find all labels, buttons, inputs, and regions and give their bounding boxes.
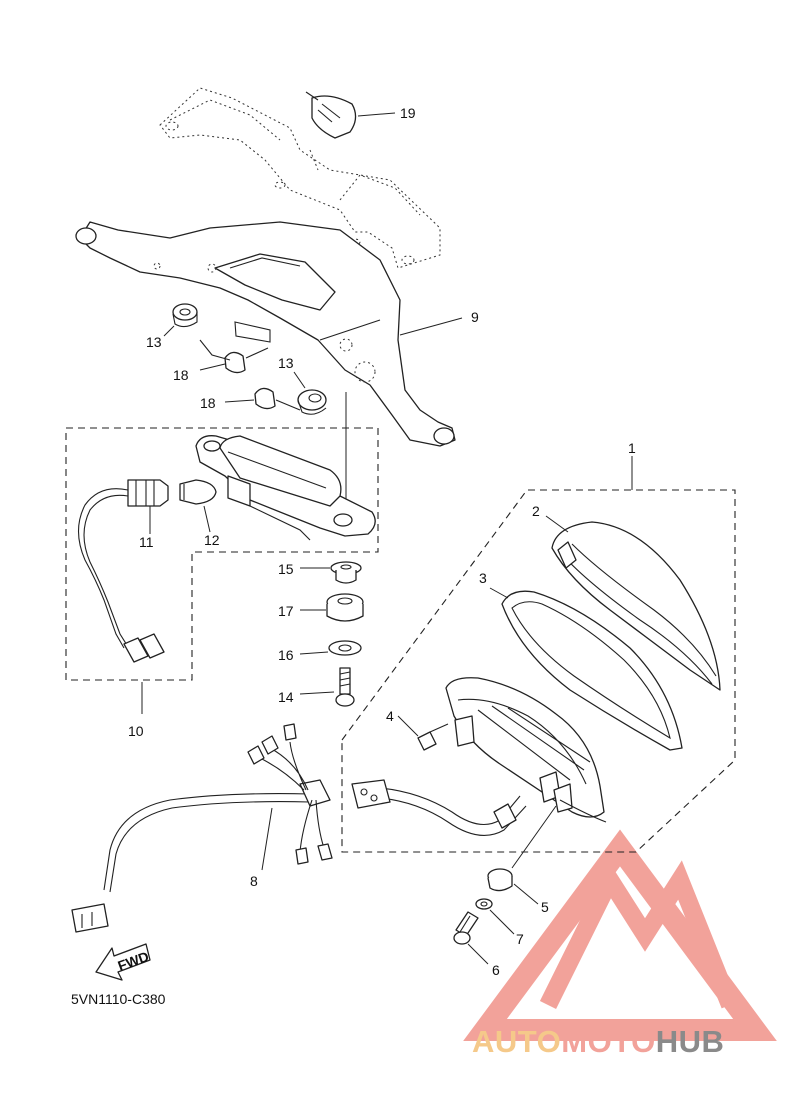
part-15-collar <box>300 561 362 584</box>
part-13-grommet-right <box>293 371 327 415</box>
callout-11: 11 <box>139 534 154 550</box>
callouts: 1 2 3 4 5 6 7 8 9 10 11 12 13 13 14 15 1… <box>128 105 636 978</box>
callout-14: 14 <box>278 689 294 705</box>
part-6-screw <box>453 911 489 965</box>
callout-5: 5 <box>541 899 549 915</box>
part-5-grommet <box>487 868 539 905</box>
callout-8: 8 <box>250 873 258 889</box>
callout-13-right: 13 <box>278 355 294 371</box>
part-10-group-outline <box>65 427 379 681</box>
callout-4: 4 <box>386 708 394 724</box>
part-2-lens <box>545 515 721 691</box>
callout-18-upper: 18 <box>173 367 189 383</box>
watermark-m-shape <box>539 860 739 1009</box>
callout-3: 3 <box>479 570 487 586</box>
part-17-grommet <box>300 593 364 622</box>
part-19-clip <box>305 91 396 139</box>
part-14-screw <box>299 667 355 707</box>
callout-1: 1 <box>628 440 636 456</box>
part-1-group-outline <box>341 489 736 853</box>
watermark-text-moto: MOTO <box>561 1024 655 1059</box>
part-11-socket <box>77 479 169 663</box>
callout-9: 9 <box>471 309 479 325</box>
callout-12: 12 <box>204 532 220 548</box>
callout-19: 19 <box>400 105 416 121</box>
part-4-screw <box>397 715 449 751</box>
callout-2: 2 <box>532 503 540 519</box>
watermark-logo <box>463 829 777 1041</box>
callout-15: 15 <box>278 561 294 577</box>
part-8-wire-harness <box>71 723 333 933</box>
fwd-label: FWD <box>116 948 151 974</box>
callout-13-left: 13 <box>146 334 162 350</box>
diagram-code: 5VN1110-C380 <box>71 991 166 1007</box>
callout-7: 7 <box>516 931 524 947</box>
part-18-clip-upper <box>199 339 269 374</box>
part-3-gasket <box>489 587 683 751</box>
callout-10: 10 <box>128 723 144 739</box>
part-18-clip-lower <box>224 387 301 411</box>
part-16-washer <box>299 640 362 656</box>
watermark-brand-text: AUTOMOTOHUB <box>472 1024 724 1059</box>
callout-17: 17 <box>278 603 294 619</box>
part-12-bulb <box>179 479 217 533</box>
watermark-text-hub: HUB <box>656 1024 725 1059</box>
watermark-text-auto: AUTO <box>472 1024 561 1059</box>
fwd-arrow-icon: FWD <box>95 943 151 981</box>
watermark-triangle <box>463 829 777 1041</box>
callout-6: 6 <box>492 962 500 978</box>
callout-18-lower: 18 <box>200 395 216 411</box>
part-7-washer <box>475 898 515 935</box>
part-13-grommet-left <box>163 303 198 337</box>
svg-text:AUTOMOTOHUB: AUTOMOTOHUB <box>472 1024 724 1059</box>
license-light-housing <box>195 435 376 541</box>
callout-16: 16 <box>278 647 294 663</box>
taillight-lead-wire <box>351 779 527 836</box>
taillight-base <box>445 677 607 869</box>
